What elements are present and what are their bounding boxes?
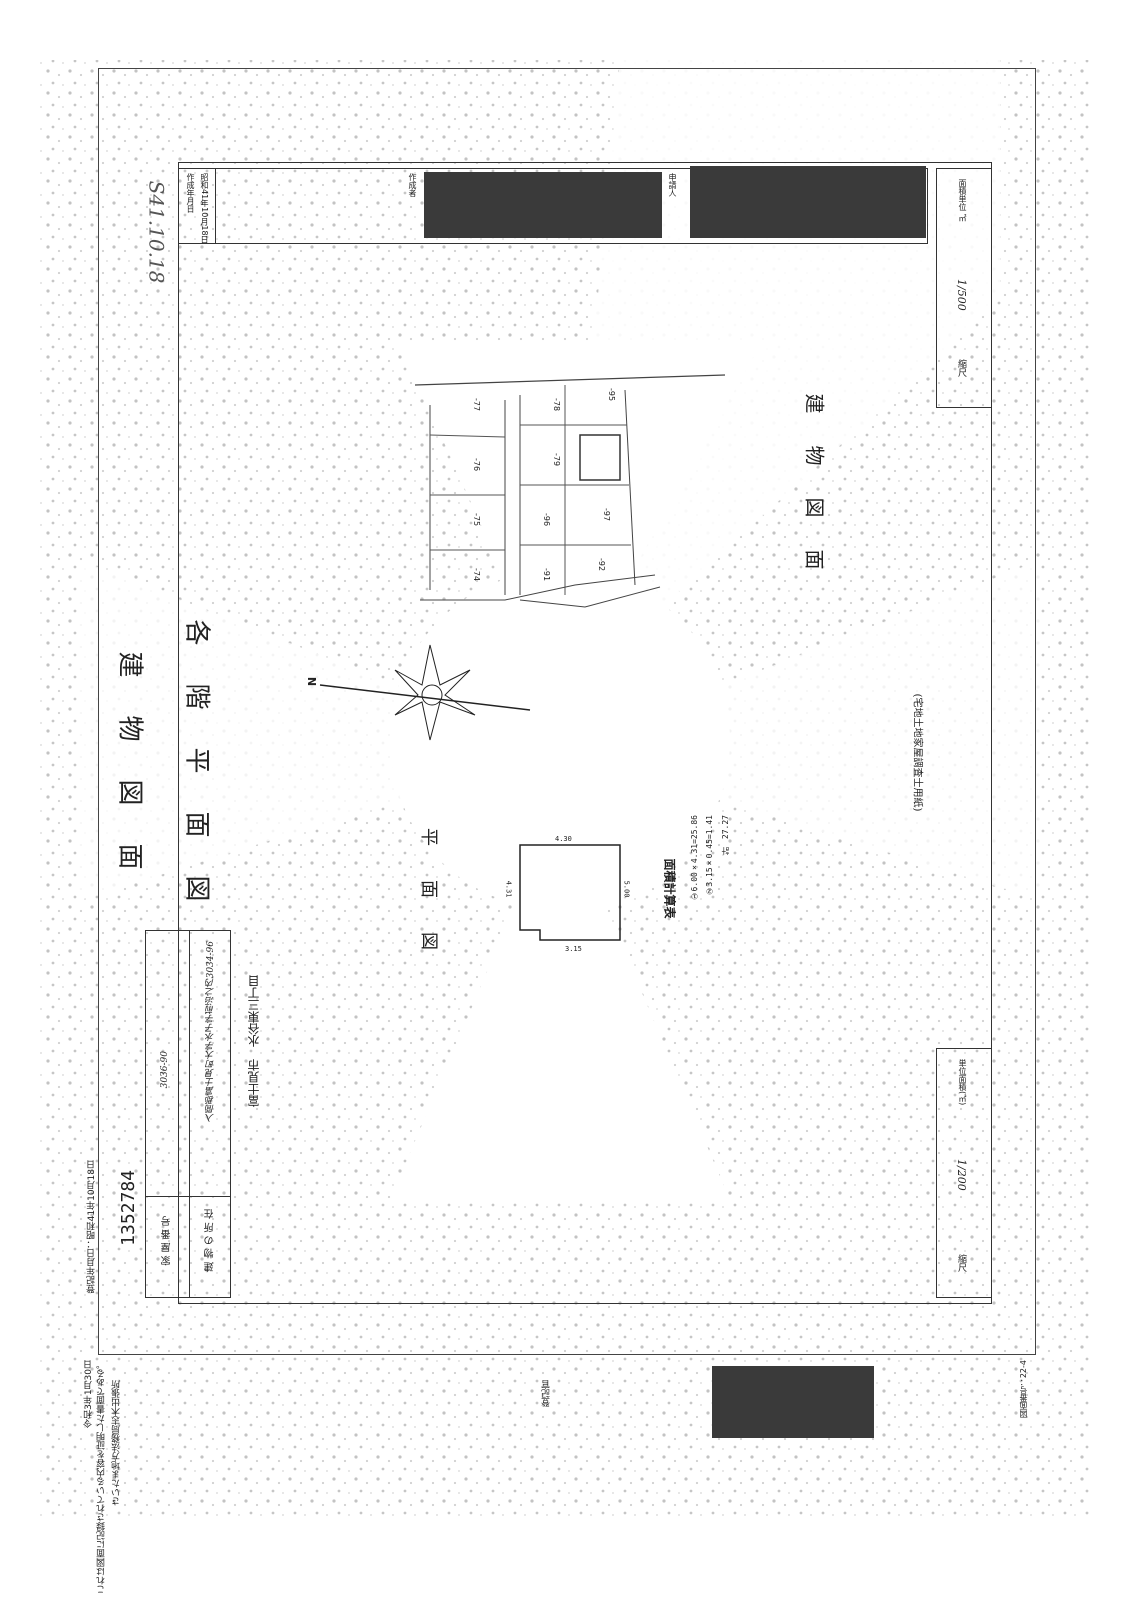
area-line: ①6.00×4.31=25.86	[690, 815, 699, 901]
site-scale-unit: 面積単位 ㎡	[958, 179, 967, 222]
plan-scale-unit: 単位面積(㎡)	[958, 1059, 967, 1106]
location-label: 建 物 の 所 在	[205, 1209, 216, 1272]
register-date: 登記年月日：昭和41年10月18日	[87, 1160, 97, 1294]
drafter-info-box: 作成年月日 昭和41年10月18日 作成者 申請人	[178, 168, 928, 244]
location-box: 家 屋 番 号 建 物 の 所 在 3036-90 入間郡富士見町大字水子字前沼…	[145, 930, 231, 1298]
lot-label: -92	[597, 557, 607, 572]
north-label: N	[305, 676, 319, 687]
lot-label: -96	[542, 512, 552, 527]
location-value-1: 入間郡富士見町大字水子字前沼之内3034-96	[206, 941, 216, 1123]
redacted-drafter	[424, 172, 662, 238]
area-table-title: 面積計算表	[662, 858, 677, 919]
lot-label: -97	[602, 507, 612, 522]
house-number-label: 家 屋 番 号	[162, 1216, 173, 1266]
lot-label: -76	[472, 457, 482, 472]
compass-rose-icon	[319, 644, 531, 741]
lot-label: -74	[472, 567, 482, 582]
drawing-frame	[178, 162, 992, 1304]
document-number: 1352784	[118, 1170, 139, 1246]
lot-label: -77	[472, 397, 482, 412]
surveyor-note: (宅地土地家屋調査士用紙)	[911, 693, 923, 812]
area-line: 計 27.27	[721, 815, 730, 856]
lot-label: -91	[542, 567, 552, 582]
redacted-seal	[712, 1366, 874, 1438]
title-building-plan: 建 物 図 面	[114, 651, 145, 876]
plan-dimension: 3.15	[565, 945, 582, 953]
lot-label: -78	[552, 397, 562, 412]
site-drawing-label: 建 物 図 面	[802, 393, 827, 576]
lot-label: -95	[607, 387, 617, 402]
applicant-label: 申請人	[668, 173, 677, 197]
area-line: ②3.15×0.45=1.41	[705, 815, 714, 896]
plan-scale-box: 縮尺 1/200 単位面積(㎡)	[936, 1048, 992, 1298]
registrar-label: 登記官	[542, 1380, 552, 1407]
drafter-label: 作成者	[408, 173, 417, 197]
cert-text: これは図面に記録されている内容を証明した書面である。	[97, 1360, 107, 1594]
cert-date: 令和3年1月30日	[84, 1360, 94, 1428]
plan-dimension: 5.00	[622, 880, 631, 898]
plan-dimension: 4.31	[504, 880, 513, 898]
handwritten-date: S41.10.18	[144, 180, 169, 284]
floor-plan-drawing	[519, 844, 621, 941]
site-scale-label: 縮尺	[956, 359, 966, 377]
lot-label: -75	[472, 512, 482, 527]
redacted-applicant	[690, 166, 926, 238]
plan-dimension: 4.30	[555, 835, 572, 843]
drafter-date: 昭和41年10月18日	[200, 173, 209, 244]
site-drawing	[414, 374, 726, 608]
floor-plan-label: 平 面 図	[418, 828, 439, 958]
title-floor-plan: 各 階 平 面 図	[181, 619, 212, 908]
location-value-2: 富士見市 水谷東三丁目	[247, 975, 261, 1107]
plan-scale-value: 1/200	[955, 1159, 968, 1191]
house-number-value: 3036-90	[160, 1051, 170, 1089]
lot-label: -79	[552, 452, 562, 467]
outer-frame	[98, 68, 1036, 1355]
site-scale-box: 縮尺 1/500 面積単位 ㎡	[936, 168, 992, 408]
site-scale-value: 1/500	[955, 279, 968, 311]
plan-scale-label: 縮尺	[956, 1254, 966, 1272]
office-name: さいたま地方法務局志木出張所	[112, 1380, 122, 1506]
drafter-date-label: 作成年月日	[186, 173, 195, 213]
page-reference: 図面番号：22-4	[1019, 1360, 1028, 1419]
